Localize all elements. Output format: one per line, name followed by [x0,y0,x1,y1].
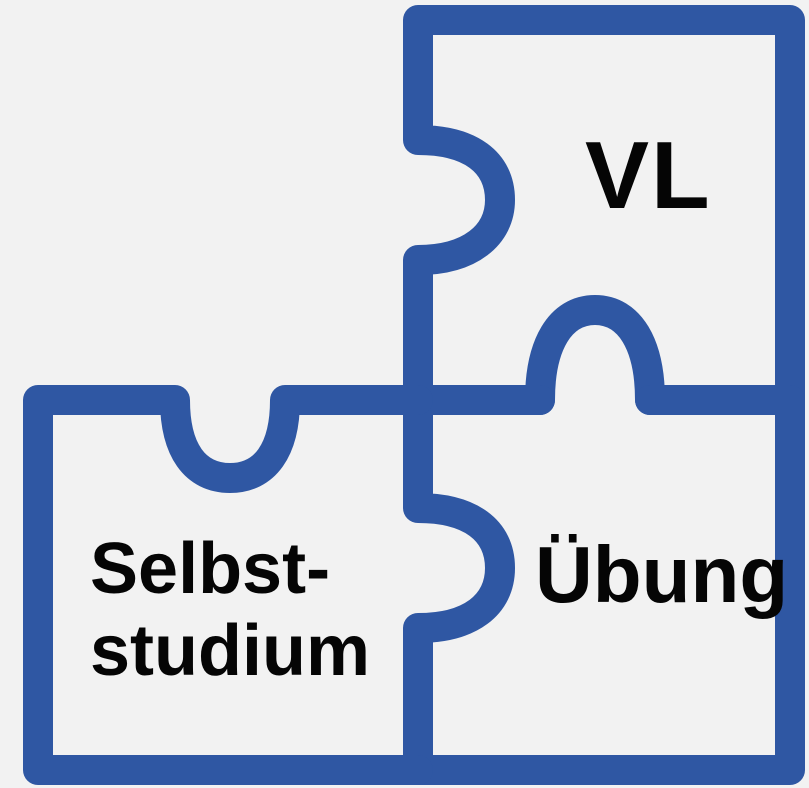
puzzle-label-vl: VL [585,122,712,229]
puzzle-label-selbststudium-line1: Selbst- [90,529,331,609]
puzzle-piece-uebung-outline [403,385,805,785]
puzzle-piece-selbststudium-outline [23,385,433,785]
puzzle-piece-vl-outline [403,5,805,415]
puzzle-label-selbststudium: Selbst- studium [90,528,370,692]
puzzle-label-uebung: Übung [535,530,789,619]
puzzle-label-selbststudium-line2: studium [90,611,370,691]
